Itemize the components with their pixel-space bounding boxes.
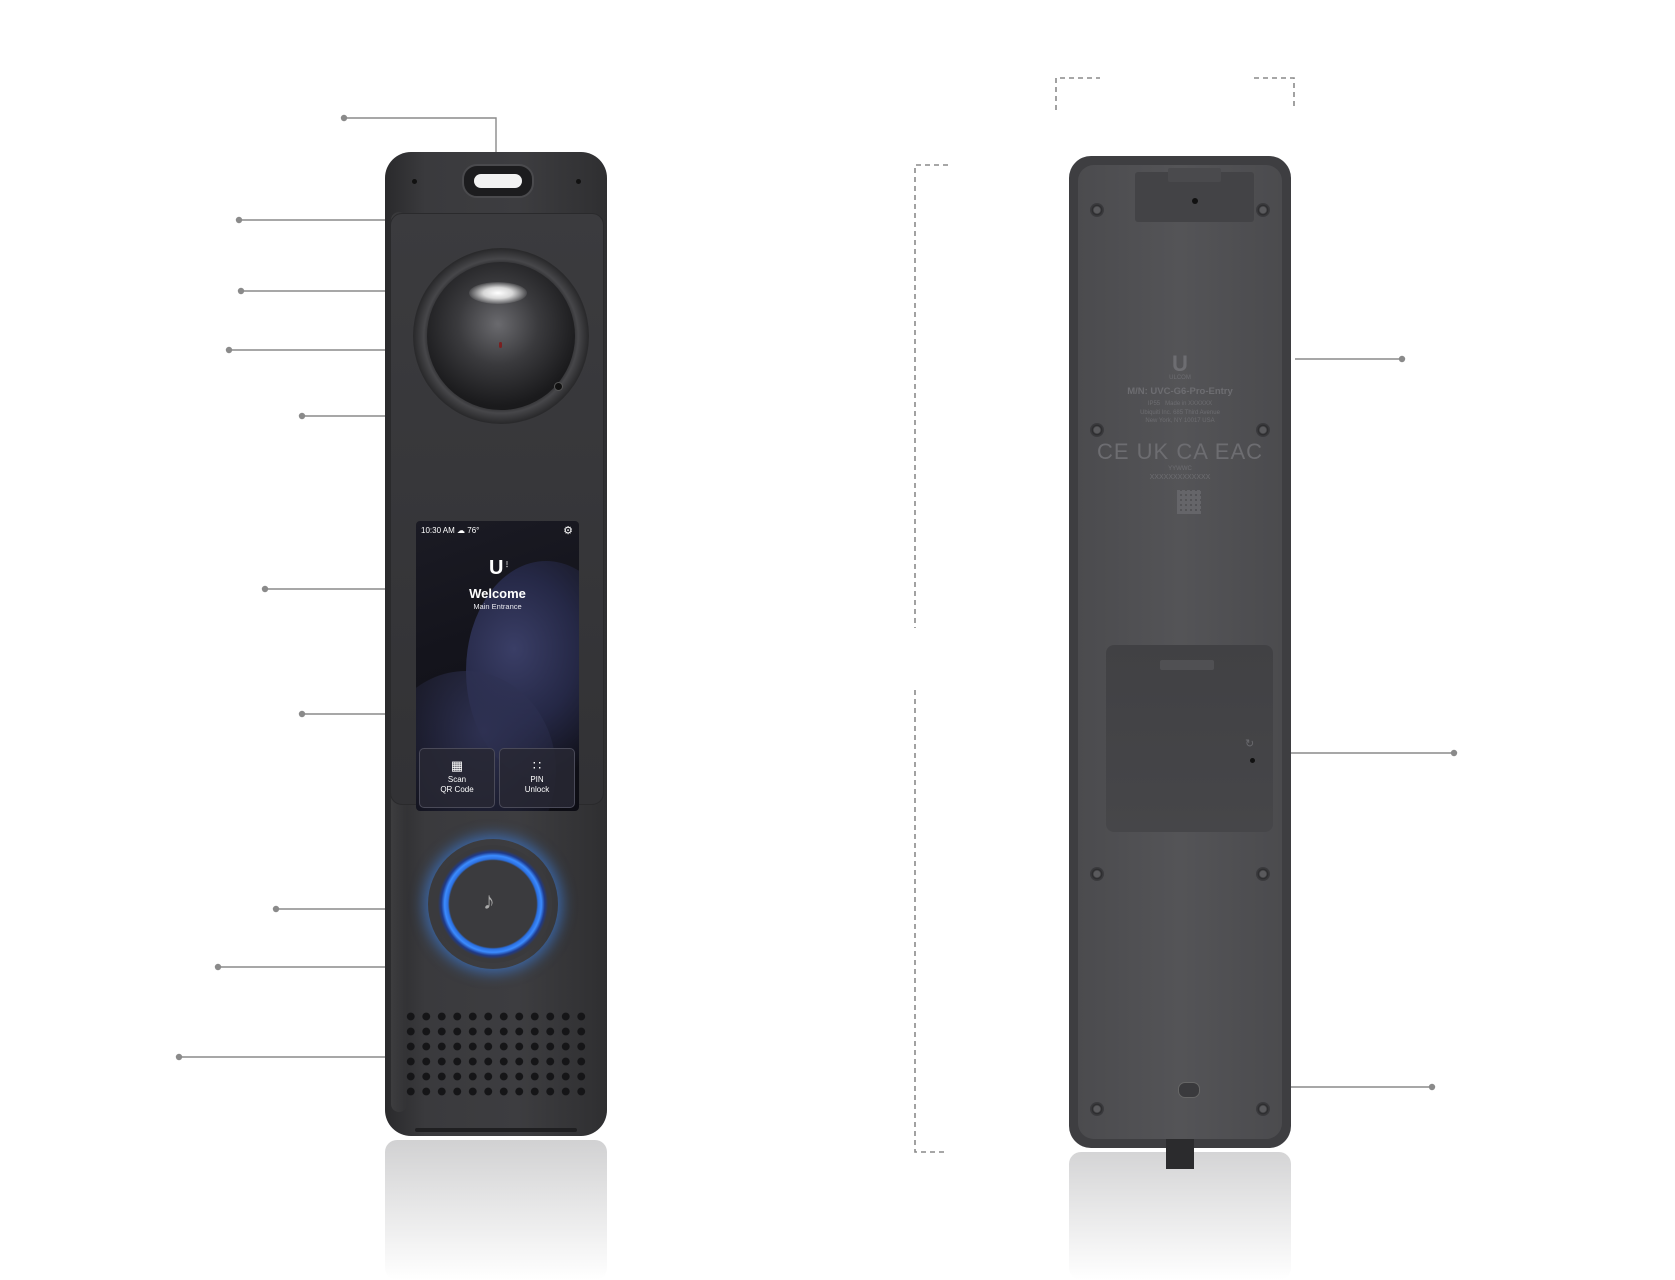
microphone-right	[576, 179, 581, 184]
pin-unlock-button[interactable]: ∷ PIN Unlock	[499, 748, 575, 808]
wiring-cavity: ↻	[1106, 645, 1273, 832]
callout-dot	[272, 905, 280, 913]
callout-dot	[237, 287, 245, 295]
bell-icon[interactable]: ♪	[483, 888, 495, 915]
screw-icon	[1256, 1102, 1270, 1116]
front-panel: 10:30 AM ☁ 76° ⚙ U⋮ Welcome Main Entranc…	[390, 213, 604, 811]
light-sensor	[554, 382, 563, 391]
qr-code-icon: ▦	[450, 758, 464, 773]
keypad-icon: ∷	[532, 758, 542, 773]
back-view-device: U ULCOM M/N: UVC-G6-Pro-Entry IP55 Made …	[1069, 156, 1291, 1169]
callout-dot	[1428, 1083, 1436, 1091]
screw-icon	[1256, 867, 1270, 881]
weather-icon: ☁	[457, 526, 466, 535]
callout-dot	[225, 346, 233, 354]
callout-dot	[214, 963, 222, 971]
back-plate: U ULCOM M/N: UVC-G6-Pro-Entry IP55 Made …	[1078, 165, 1282, 1139]
screw-icon	[1090, 867, 1104, 881]
reset-button[interactable]	[1250, 758, 1255, 763]
welcome-title: Welcome	[469, 586, 526, 601]
screw-icon	[1256, 423, 1270, 437]
screw-icon	[1090, 203, 1104, 217]
clock: 10:30 AM	[421, 526, 455, 535]
cable-connector	[1166, 1139, 1194, 1169]
front-view-device: 10:30 AM ☁ 76° ⚙ U⋮ Welcome Main Entranc…	[385, 152, 607, 1136]
brand-name: ULCOM	[1169, 375, 1191, 381]
callout-dot	[235, 216, 243, 224]
width-dimension-left	[1055, 77, 1100, 110]
brand-mark-icon: U	[1172, 351, 1188, 376]
qr-code-label	[1177, 490, 1201, 514]
height-dimension-bottom	[914, 690, 948, 1153]
reset-icon: ↻	[1245, 738, 1255, 750]
callout-dot	[1450, 749, 1458, 757]
doorbell-led-ring[interactable]	[434, 845, 552, 963]
back-reflection	[1069, 1152, 1291, 1280]
top-mount-slot	[462, 164, 534, 198]
callout-dot	[175, 1053, 183, 1061]
touchscreen[interactable]: 10:30 AM ☁ 76° ⚙ U⋮ Welcome Main Entranc…	[416, 521, 579, 811]
rating-line: IP55 Made in XXXXXX	[1147, 401, 1213, 407]
model-number: M/N: UVC-G6-Pro-Entry	[1127, 386, 1233, 397]
screw-icon	[1090, 423, 1104, 437]
screw-icon	[1090, 1102, 1104, 1116]
address-line: New York, NY 10017 USA	[1145, 418, 1215, 424]
status-led	[1178, 1082, 1200, 1098]
brand-logo-icon: U⋮	[489, 557, 511, 579]
scan-qr-button[interactable]: ▦ Scan QR Code	[419, 748, 495, 808]
microphone-left	[412, 179, 417, 184]
speaker-grille	[403, 1009, 589, 1099]
height-dimension-top	[914, 164, 948, 628]
temperature: 76°	[467, 526, 480, 535]
callout-dot	[298, 710, 306, 718]
date-code: YYWWC	[1168, 466, 1192, 472]
top-bracket-notch	[1135, 168, 1254, 222]
callout-dot	[298, 412, 306, 420]
company-line: Ubiquiti Inc. 685 Third Avenue	[1140, 410, 1220, 416]
certification-marks: CE UK CA EAC	[1096, 439, 1264, 464]
screw-icon	[1256, 203, 1270, 217]
entrance-subtitle: Main Entrance	[473, 602, 522, 611]
gear-icon[interactable]: ⚙	[563, 525, 573, 537]
width-dimension-right	[1254, 77, 1295, 110]
serial-number: XXXXXXXXXXXXX	[1149, 474, 1211, 481]
callout-dot	[1398, 355, 1406, 363]
callout-dot	[261, 585, 269, 593]
status-bar: 10:30 AM ☁ 76°	[421, 526, 479, 535]
callout-top-slot	[344, 117, 497, 166]
front-reflection	[385, 1140, 607, 1280]
callout-dot	[340, 114, 348, 122]
